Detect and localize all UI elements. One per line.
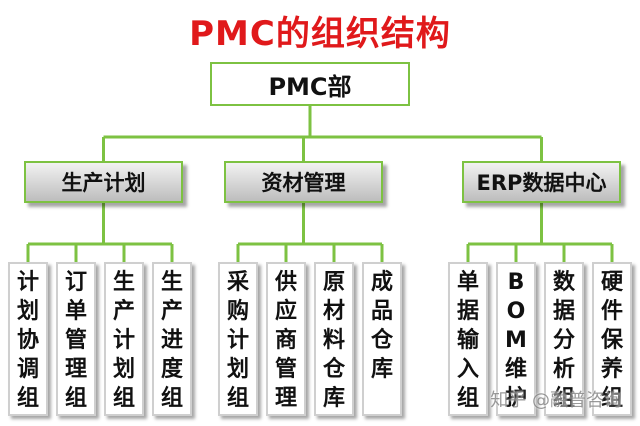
group-label-char: 供 [274, 270, 297, 295]
group-label-char: 划 [16, 299, 39, 324]
group-label-char: 组 [552, 386, 575, 411]
group-box: 生产计划组 [104, 262, 144, 416]
group-box: 供应商管理 [266, 262, 306, 416]
group-label-char: 单 [64, 299, 87, 324]
group-label-char: 生 [112, 270, 135, 295]
group-label-char: 材 [322, 299, 345, 324]
group-label-char: 采 [226, 270, 249, 295]
group-label-char: 组 [160, 386, 183, 411]
group-label-char: 计 [112, 328, 135, 353]
diagram-title: PMC的组织结构 [189, 14, 451, 54]
group-label-char: 成 [370, 270, 393, 295]
group-label-char: 组 [456, 386, 479, 411]
department-box: 资材管理 [224, 161, 383, 203]
group-label-char: 度 [160, 357, 183, 382]
group-label-char: B [507, 270, 525, 295]
group-label-char: 分 [552, 328, 575, 353]
group-label-char: 组 [600, 386, 623, 411]
group-box: 计划协调组 [8, 262, 48, 416]
group-label-char: 协 [16, 328, 39, 353]
group-box: 生产进度组 [152, 262, 192, 416]
group-label-char: 养 [600, 357, 623, 382]
group-box: 硬件保养组 [592, 262, 632, 416]
watermark: 知乎 @融普咨询 [490, 390, 622, 411]
group-label-char: 据 [552, 299, 575, 324]
group-label-char: 调 [16, 357, 39, 382]
group-box: 成品仓库 [362, 262, 402, 416]
group-label-char: 料 [322, 328, 345, 353]
group-box: 采购计划组 [218, 262, 258, 416]
group-label-char: 组 [226, 386, 249, 411]
group-label-char: 购 [226, 299, 249, 324]
group-label-char: 划 [112, 357, 135, 382]
group-label-char: 应 [274, 299, 297, 324]
department-box: 生产计划 [24, 161, 183, 203]
group-label-char: 管 [274, 357, 297, 382]
group-label-char: 产 [160, 299, 183, 324]
department-box: ERP数据中心 [462, 161, 621, 203]
group-label-char: 产 [112, 299, 135, 324]
group-label-char: 件 [600, 299, 623, 324]
group-label-char: 组 [112, 386, 135, 411]
group-label-char: 组 [16, 386, 39, 411]
group-label-char: O [506, 299, 526, 324]
group-label-char: 品 [370, 299, 393, 324]
group-label-char: 数 [552, 270, 575, 295]
group-box: 订单管理组 [56, 262, 96, 416]
group-label-char: 理 [64, 357, 87, 382]
group-label-char: 据 [456, 299, 479, 324]
group-label-char: 计 [16, 270, 39, 295]
group-label-char: 析 [552, 357, 575, 382]
group-label-char: 原 [322, 270, 345, 295]
group-label-char: 进 [160, 328, 183, 353]
group-label-char: M [505, 328, 527, 353]
group-label-char: 输 [456, 328, 479, 353]
group-box: 数据分析组 [544, 262, 584, 416]
group-label-char: 仓 [370, 328, 393, 353]
group-label-char: 订 [64, 270, 87, 295]
group-label-char: 理 [274, 386, 297, 411]
group-box: 单据输入组 [448, 262, 488, 416]
group-label-char: 护 [504, 386, 527, 411]
group-label-char: 库 [322, 386, 345, 411]
group-label-char: 单 [456, 270, 479, 295]
group-label-char: 入 [456, 357, 479, 382]
group-label-char: 保 [600, 328, 623, 353]
root-node: PMC部 [210, 62, 410, 106]
group-label-char: 维 [504, 357, 527, 382]
group-label-char: 库 [370, 357, 393, 382]
group-label-char: 计 [226, 328, 249, 353]
group-label-char: 组 [64, 386, 87, 411]
group-label-char: 硬 [600, 270, 623, 295]
group-label-char: 仓 [322, 357, 345, 382]
group-label-char: 商 [274, 328, 297, 353]
group-label-char: 划 [226, 357, 249, 382]
group-label-char: 生 [160, 270, 183, 295]
group-box: 原材料仓库 [314, 262, 354, 416]
group-label-char: 管 [64, 328, 87, 353]
